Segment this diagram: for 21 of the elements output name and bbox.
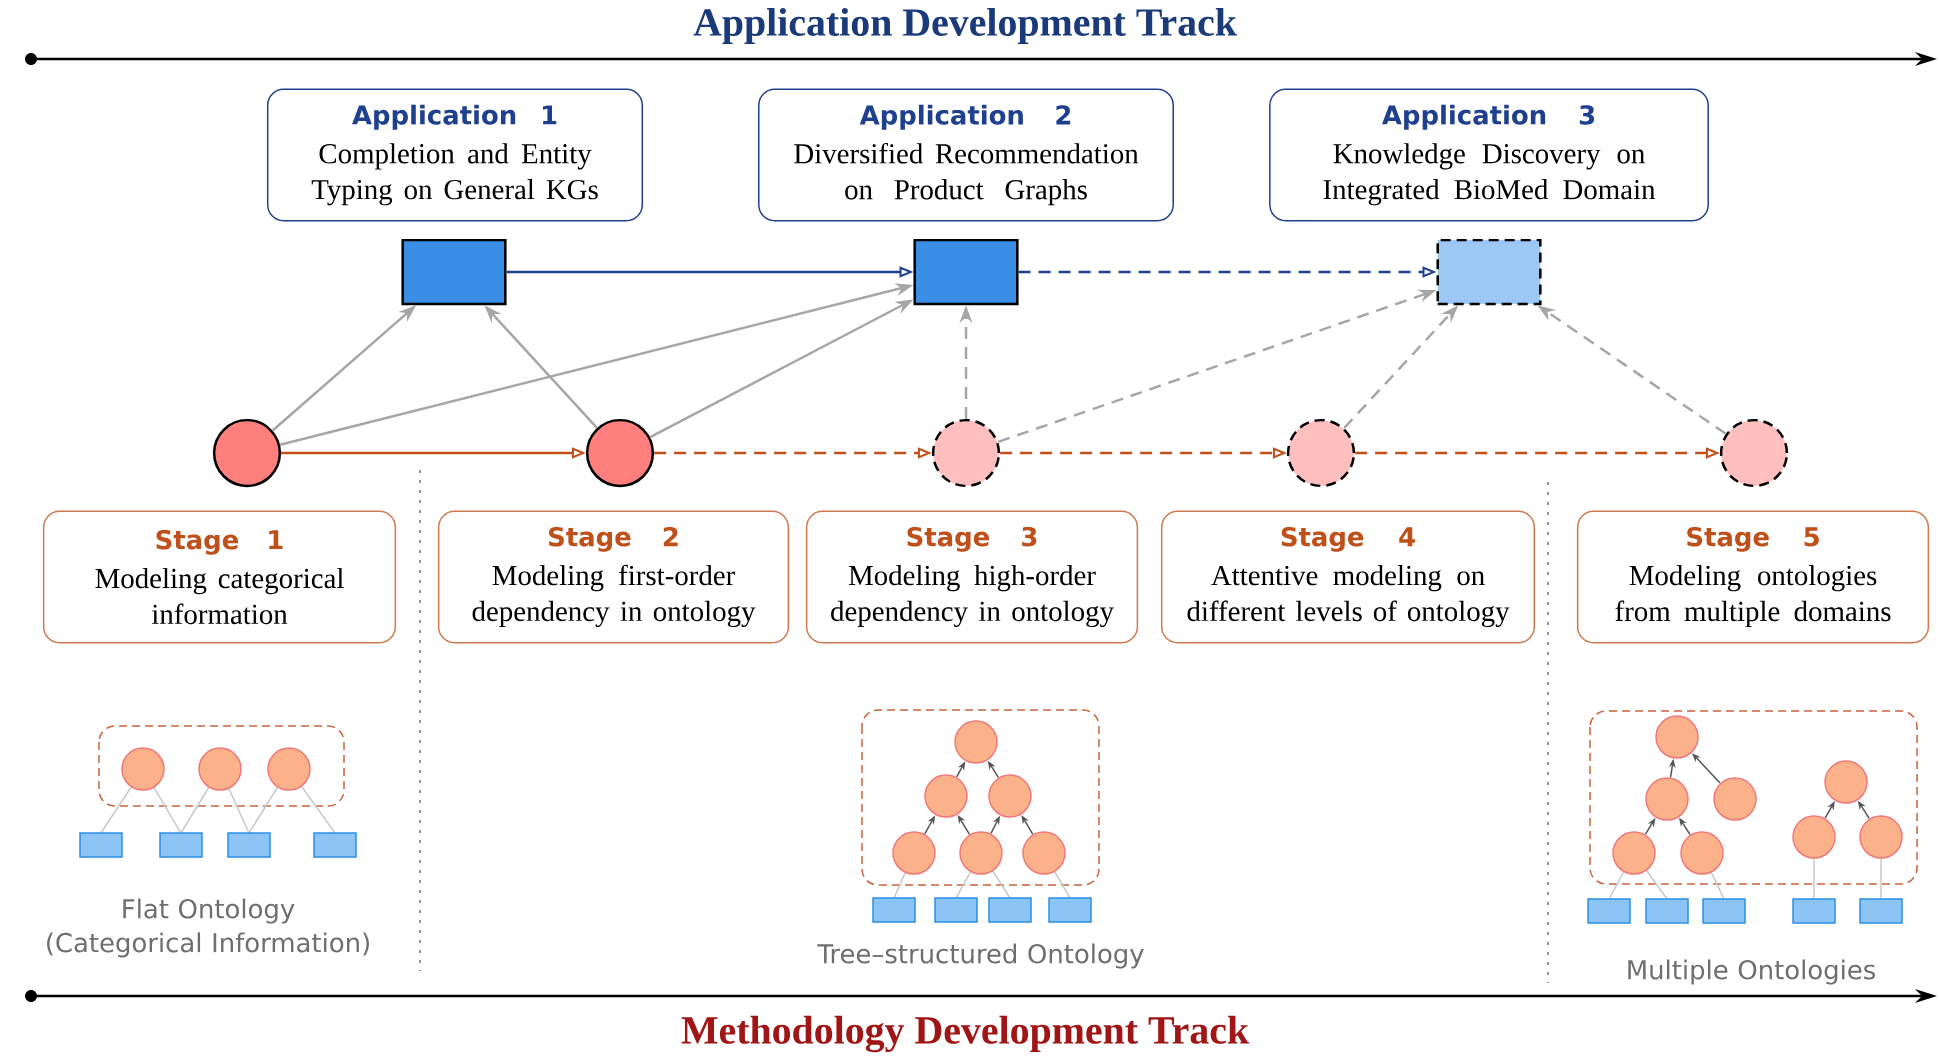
track-title: Application Development Track bbox=[693, 7, 1237, 45]
rectangle bbox=[401, 238, 507, 306]
stage-box: Stage 3 Modeling high-order dependency in ontology bbox=[805, 510, 1139, 644]
circle bbox=[212, 418, 282, 488]
rectangle bbox=[1436, 238, 1542, 306]
stage-box: Stage 1 Modeling categorical information bbox=[42, 510, 397, 644]
application-box: Application 1 Completion and Entity Typing on General KGs bbox=[266, 88, 644, 222]
stage-box: Stage 5 Modeling ontologies from multiple domains bbox=[1576, 510, 1930, 644]
circle bbox=[585, 418, 655, 488]
application-box: Application 2 Diversified Recommendation on Product Graphs bbox=[758, 88, 1174, 222]
track-title: Methodology Development Track bbox=[681, 1015, 1250, 1053]
drawing-caption: Multiple Ontologies bbox=[1628, 959, 1875, 985]
circle bbox=[1286, 418, 1356, 488]
stage-box: Stage 2 Modeling first-order dependency in ontology bbox=[437, 510, 790, 644]
circle bbox=[1719, 418, 1789, 488]
rectangle bbox=[913, 238, 1019, 306]
drawing-caption: Tree–structured Ontology bbox=[817, 943, 1144, 969]
stage-box: Stage 4 Attentive modeling on different levels of ontology bbox=[1160, 510, 1536, 644]
drawing-caption: Flat Ontology (Categorical Information) bbox=[47, 898, 369, 958]
application-box: Application 3 Knowledge Discovery on Integrated BioMed Domain bbox=[1269, 88, 1709, 222]
circle bbox=[931, 418, 1001, 488]
